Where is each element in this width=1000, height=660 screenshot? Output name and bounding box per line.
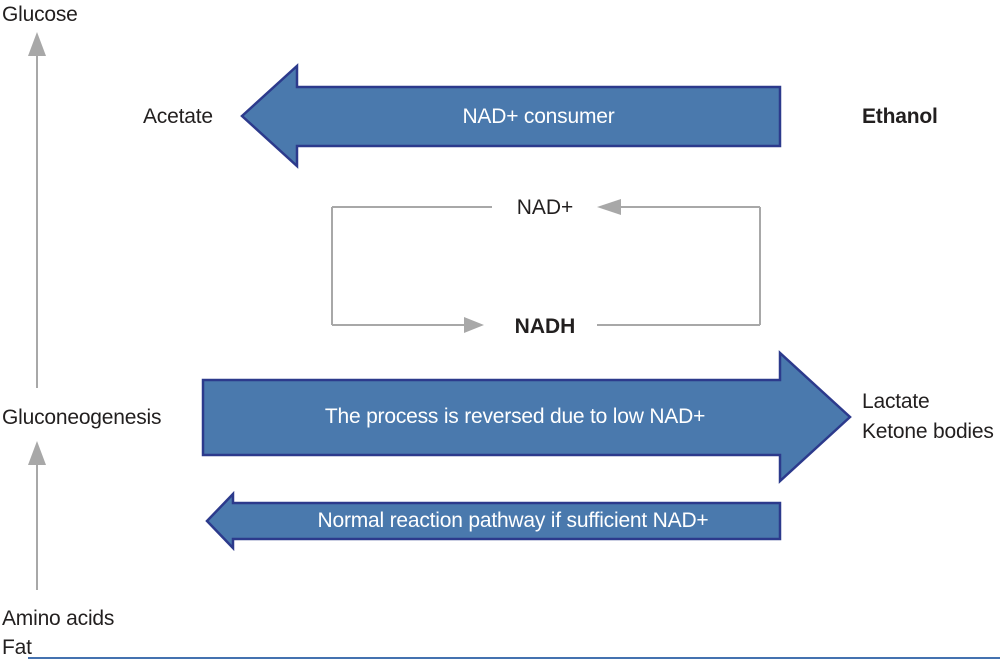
- normal-pathway-arrow: [205, 490, 782, 552]
- reversed-process-arrow: [201, 350, 852, 484]
- normal-pathway-arrow-text: Normal reaction pathway if sufficient NA…: [317, 509, 709, 532]
- amino-acids-label: Amino acids: [2, 607, 115, 630]
- nad-consumer-arrow: [240, 63, 782, 169]
- nad-plus-label: NAD+: [516, 196, 574, 219]
- nad-nadh-cycle-loop: [331, 199, 761, 333]
- nad-consumer-arrow-text: NAD+ consumer: [462, 105, 615, 128]
- lactate-label: Lactate: [862, 390, 930, 413]
- cycle-arrowhead-to-nad: [597, 199, 621, 215]
- acetate-label: Acetate: [143, 105, 213, 128]
- reversed-process-arrow-text: The process is reversed due to low NAD+: [324, 405, 706, 428]
- ethanol-label: Ethanol: [862, 105, 938, 128]
- gluconeogenesis-label: Gluconeogenesis: [2, 406, 162, 429]
- glucose-label: Glucose: [2, 3, 78, 26]
- gluconeogenesis-to-glucose-arrow: [28, 32, 46, 388]
- nadh-label: NADH: [514, 315, 576, 338]
- amino-fat-to-gluconeogenesis-arrow: [28, 441, 46, 590]
- figure-bottom-rule: [28, 657, 1000, 659]
- fat-label: Fat: [2, 636, 32, 659]
- cycle-arrowhead-to-nadh: [464, 317, 484, 333]
- ketone-bodies-label: Ketone bodies: [862, 420, 994, 443]
